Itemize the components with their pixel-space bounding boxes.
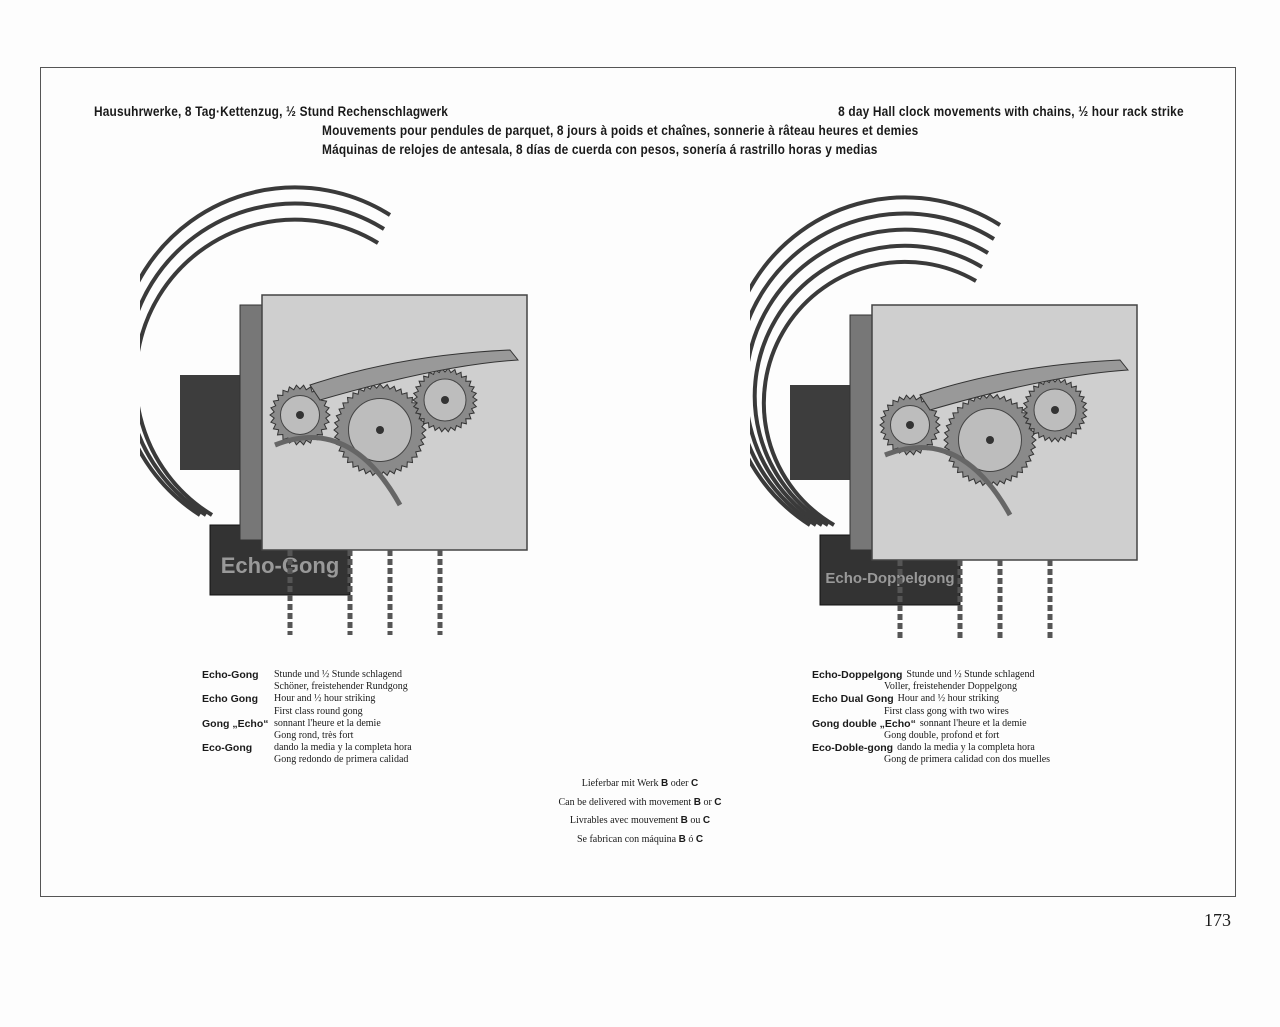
caption-row: Echo Gong Hour and ½ hour striking [202, 693, 412, 705]
caption-row: Echo-Gong Stunde und ½ Stunde schlagend [202, 669, 412, 681]
gong-wire [750, 227, 990, 527]
clock-movement-echo-doppelgong-illustration: Echo-Doppelgong [750, 195, 1138, 640]
strike-lever [309, 349, 519, 401]
product-description: Gong double, profond et fort [884, 730, 1000, 742]
movement-c: C [695, 833, 704, 845]
movement-c: C [714, 796, 722, 808]
gear-arbor [441, 396, 449, 404]
product-description: Gong rond, très fort [274, 730, 354, 742]
product-name [812, 706, 884, 718]
product-name: Gong „Echo“ [202, 717, 269, 730]
gong-wire [140, 185, 392, 517]
caption-row: First class gong with two wires [812, 706, 1050, 718]
delivery-text: Lieferbar mit Werk [581, 778, 659, 789]
product-name: Eco-Gong [202, 742, 253, 755]
product-name: Echo-Doppelgong [812, 669, 903, 681]
product-name: Echo Dual Gong [812, 693, 894, 706]
product-description: Hour and ½ hour striking [274, 693, 376, 705]
product-name [202, 706, 274, 718]
delivery-conj: ou [690, 815, 701, 826]
delivery-text: Can be delivered with movement [558, 796, 692, 808]
product-description: Hour and ½ hour striking [897, 693, 1000, 705]
product-description: Gong redondo de primera calidad [274, 754, 409, 766]
product-name: Echo Gong [202, 693, 258, 706]
clock-movement-echo-gong-illustration: Echo-Gong [140, 185, 528, 635]
gong-wire [750, 211, 996, 527]
title-english: 8 day Hall clock movements with chains, … [838, 104, 1184, 119]
delivery-line: Livrables avec mouvement B ou C [480, 812, 800, 831]
gear-arbor [906, 421, 914, 429]
product-name: Eco-Doble-gong [812, 742, 894, 755]
caption-row: First class round gong [202, 706, 412, 718]
delivery-conj: or [703, 796, 712, 808]
product-description: dando la media y la completa hora [274, 742, 412, 754]
delivery-conj: oder [670, 778, 689, 789]
caption-row: Gong de primera calidad con dos muelles [812, 754, 1050, 766]
rack-arm [274, 435, 403, 507]
delivery-text: Se fabrican con máquina [576, 833, 677, 845]
rack-arm [884, 445, 1013, 517]
gong-wire [140, 217, 380, 517]
gong-plate-label: Echo-Gong [221, 553, 340, 578]
product-description: Gong de primera calidad con dos muelles [884, 754, 1051, 766]
gong-wire [750, 195, 1002, 527]
product-description: First class gong with two wires [884, 705, 1009, 717]
caption-row: Gong rond, très fort [202, 730, 412, 742]
page-frame [40, 67, 1236, 897]
gear-arbor [296, 411, 304, 419]
delivery-text: Livrables avec mouvement [569, 815, 679, 826]
delivery-line: Can be delivered with movement B or C [480, 794, 800, 813]
product-description: dando la media y la completa hora [897, 742, 1035, 754]
caption-row: Gong redondo de primera calidad [202, 754, 412, 766]
caption-row: Gong „Echo“ sonnant l'heure et la demie [202, 718, 412, 730]
gong-wire [752, 243, 984, 527]
product-description: Voller, freistehender Doppelgong [884, 681, 1017, 693]
gear-arbor [376, 426, 384, 434]
movement-c: C [691, 778, 699, 789]
product-name [812, 681, 884, 693]
product-description: sonnant l'heure et la demie [919, 717, 1027, 729]
strike-lever [919, 359, 1129, 411]
product-description: First class round gong [274, 705, 363, 717]
delivery-line: Se fabrican con máquina B ó C [480, 831, 800, 850]
product-name: Echo-Gong [202, 669, 259, 681]
gong-wire [140, 201, 386, 517]
page-number: 173 [1204, 910, 1231, 930]
movement-b: B [693, 796, 701, 808]
product-name [202, 681, 274, 693]
caption-row: Eco-Gong dando la media y la completa hor… [202, 742, 412, 754]
movement-b: B [680, 815, 688, 826]
movement-c: C [702, 815, 711, 826]
gear-arbor [986, 436, 994, 444]
product-description: sonnant l'heure et la demie [274, 717, 381, 729]
product-description: Schöner, freistehender Rundgong [274, 681, 408, 693]
caption-row: Gong double „Echo“sonnant l'heure et la … [812, 718, 1050, 730]
title-french: Mouvements pour pendules de parquet, 8 j… [322, 123, 919, 138]
caption-row: Schöner, freistehender Rundgong [202, 681, 412, 693]
movement-b: B [661, 778, 669, 789]
product-name [812, 754, 884, 766]
product-description: Stunde und ½ Stunde schlagend [906, 669, 1035, 680]
gong-wire [761, 259, 978, 527]
title-german: Hausuhrwerke, 8 Tag·Kettenzug, ½ Stund R… [94, 104, 449, 119]
delivery-conj: ó [688, 833, 694, 845]
product-name: Gong double „Echo“ [812, 717, 916, 730]
gear-arbor [1051, 406, 1059, 414]
product-name [812, 730, 884, 742]
caption-row: Voller, freistehender Doppelgong [812, 681, 1050, 693]
movement-b: B [678, 833, 686, 845]
gong-plate-label: Echo-Doppelgong [825, 570, 954, 587]
caption-row: Gong double, profond et fort [812, 730, 1050, 742]
delivery-line: Lieferbar mit Werk B oder C [480, 775, 800, 794]
product-description: Stunde und ½ Stunde schlagend [274, 669, 403, 680]
product-name [202, 730, 274, 742]
product-name [202, 754, 274, 766]
title-spanish: Máquinas de relojes de antesala, 8 días … [322, 142, 878, 157]
